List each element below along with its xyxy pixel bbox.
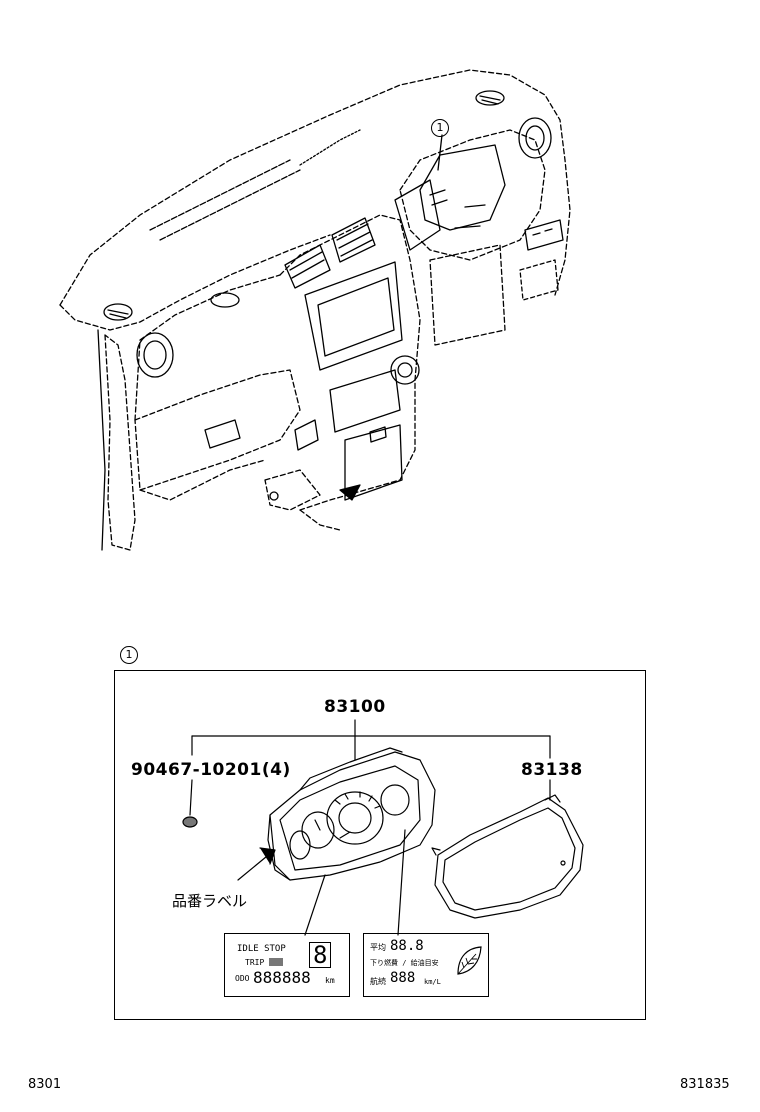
lcd-trip-text: TRIP bbox=[245, 958, 265, 967]
lcd-display-left: IDLE STOP TRIP 8 ODO 888888 km bbox=[224, 933, 350, 997]
part-number-cluster: 83100 bbox=[324, 697, 386, 717]
lcd-fuel-line: 下り燃費 / 給油目安 bbox=[370, 959, 439, 967]
lcd-trip-indicator bbox=[269, 958, 283, 966]
callout-1-top: 1 bbox=[431, 119, 449, 137]
part-number-screw: 90467-10201(4) bbox=[131, 760, 291, 780]
callout-1-detail: 1 bbox=[120, 646, 138, 664]
lcd-range-digits: 888 bbox=[390, 970, 416, 986]
lcd-range-label: 航続 bbox=[370, 977, 386, 986]
footer-right-code: 831835 bbox=[680, 1077, 730, 1092]
lcd-odo-unit: km bbox=[325, 976, 335, 985]
detail-frame bbox=[114, 670, 646, 1020]
lcd-avg-label: 平均 bbox=[370, 943, 386, 952]
part-number-label-text: 品番ラベル bbox=[172, 892, 248, 910]
footer-left-code: 8301 bbox=[28, 1077, 62, 1092]
lcd-range-unit: km/L bbox=[424, 978, 441, 986]
lcd-idle-stop-text: IDLE STOP bbox=[237, 944, 286, 954]
dashboard-illustration bbox=[59, 69, 571, 551]
lcd-odo-text: ODO bbox=[235, 974, 250, 983]
lcd-odo-digits: 888888 bbox=[253, 968, 311, 987]
lcd-gear-digit: 8 bbox=[309, 942, 332, 968]
leaf-icon bbox=[457, 946, 482, 975]
lcd-display-right: 平均 88.8 下り燃費 / 給油目安 航続 888 km/L bbox=[363, 933, 489, 997]
part-number-lens: 83138 bbox=[521, 760, 583, 780]
lcd-avg-digits: 88.8 bbox=[390, 938, 424, 954]
